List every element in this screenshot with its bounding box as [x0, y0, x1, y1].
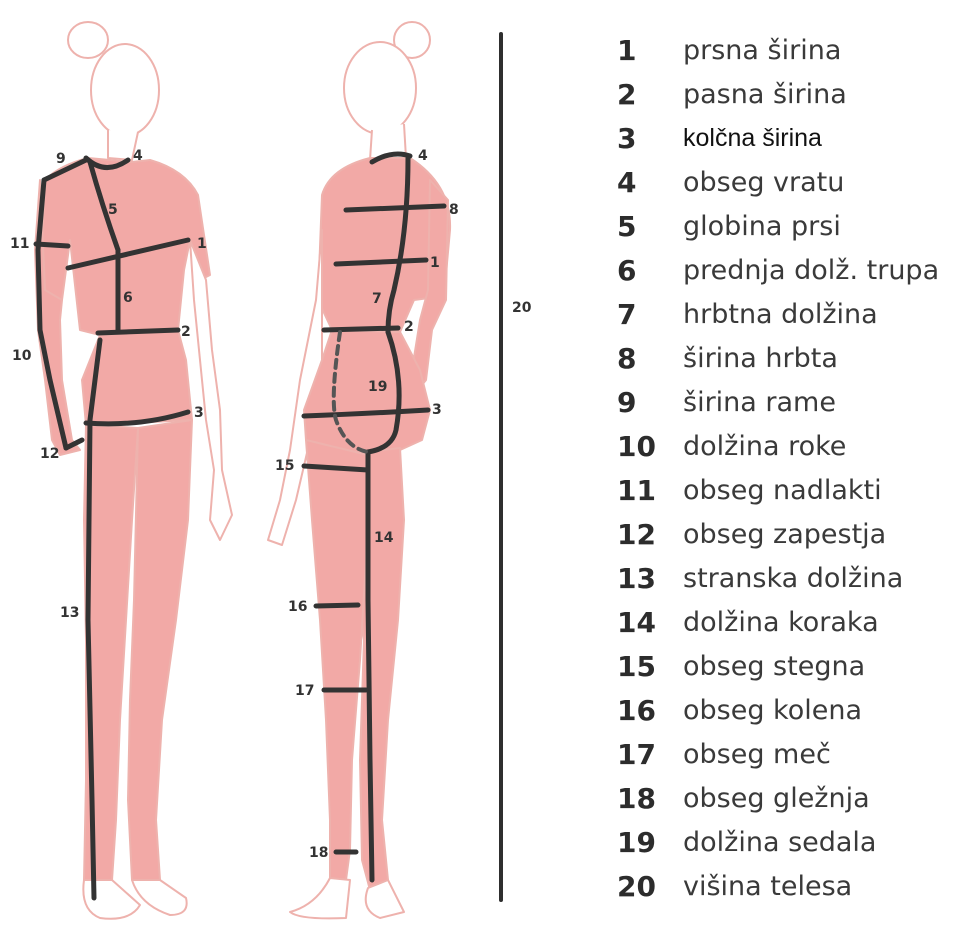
legend-label: obseg zapestja: [683, 519, 886, 550]
legend-item-17: 17 obseg meč: [617, 734, 831, 774]
legend-label: višina telesa: [683, 871, 852, 902]
legend-item-19: 19 dolžina sedala: [617, 822, 876, 862]
legend-number: 1: [617, 34, 683, 67]
legend-item-7: 7 hrbtna dolžina: [617, 294, 878, 334]
legend-number: 14: [617, 606, 683, 639]
legend-label: širina hrbta: [683, 343, 838, 374]
legend-label: stranska dolžina: [683, 563, 903, 594]
side-label-15: 15: [275, 458, 294, 474]
legend-label: prednja dolž. trupa: [683, 255, 939, 286]
legend-label: obseg vratu: [683, 167, 844, 198]
legend-number: 13: [617, 562, 683, 595]
legend-label: dolžina sedala: [683, 827, 876, 858]
legend-number: 9: [617, 386, 683, 419]
front-label-3: 3: [194, 405, 204, 421]
legend-number: 2: [617, 78, 683, 111]
legend-number: 18: [617, 782, 683, 815]
legend-item-20: 20 višina telesa: [617, 866, 852, 906]
legend-label: kolčna širina: [683, 124, 822, 153]
front-label-10: 10: [12, 348, 32, 364]
legend-item-11: 11 obseg nadlakti: [617, 470, 882, 510]
side-label-18: 18: [309, 845, 328, 861]
side-label-17: 17: [295, 683, 314, 699]
legend-number: 10: [617, 430, 683, 463]
height-label-20: 20: [512, 300, 532, 316]
legend-item-9: 9 širina rame: [617, 382, 836, 422]
legend-number: 6: [617, 254, 683, 287]
legend-label: obseg gležnja: [683, 783, 870, 814]
side-line-16: [316, 605, 358, 606]
legend-item-13: 13 stranska dolžina: [617, 558, 903, 598]
front-label-5: 5: [108, 202, 118, 218]
front-label-4: 4: [133, 148, 143, 164]
legend-label: obseg kolena: [683, 695, 862, 726]
legend-label: dolžina roke: [683, 431, 846, 462]
side-label-2: 2: [404, 319, 414, 335]
side-label-4: 4: [418, 148, 428, 164]
legend-label: obseg meč: [683, 739, 831, 770]
legend-number: 19: [617, 826, 683, 859]
side-label-7: 7: [372, 291, 382, 307]
legend-label: širina rame: [683, 387, 836, 418]
legend-label: pasna širina: [683, 79, 847, 110]
legend-label: obseg stegna: [683, 651, 865, 682]
legend-number: 15: [617, 650, 683, 683]
legend-number: 12: [617, 518, 683, 551]
legend-number: 17: [617, 738, 683, 771]
legend-label: prsna širina: [683, 35, 841, 66]
legend-label: hrbtna dolžina: [683, 299, 878, 330]
legend-item-10: 10 dolžina roke: [617, 426, 846, 466]
legend-item-3: 3 kolčna širina: [617, 118, 822, 158]
legend-item-15: 15 obseg stegna: [617, 646, 865, 686]
legend-number: 5: [617, 210, 683, 243]
legend-label: globina prsi: [683, 211, 841, 242]
front-label-6: 6: [123, 290, 133, 306]
side-label-1: 1: [430, 255, 440, 271]
front-label-12: 12: [40, 446, 59, 462]
side-label-8: 8: [449, 202, 459, 218]
legend-item-14: 14 dolžina koraka: [617, 602, 879, 642]
front-label-9: 9: [56, 151, 66, 167]
legend-number: 11: [617, 474, 683, 507]
legend-item-8: 8 širina hrbta: [617, 338, 838, 378]
side-line-2: [324, 328, 398, 330]
side-label-16: 16: [288, 599, 307, 615]
front-label-11: 11: [10, 236, 29, 252]
legend-label: obseg nadlakti: [683, 475, 882, 506]
legend-item-16: 16 obseg kolena: [617, 690, 862, 730]
legend-number: 8: [617, 342, 683, 375]
legend-item-5: 5 globina prsi: [617, 206, 841, 246]
legend-item-12: 12 obseg zapestja: [617, 514, 886, 554]
legend-number: 16: [617, 694, 683, 727]
front-label-2: 2: [181, 324, 191, 340]
legend-number: 3: [617, 122, 683, 155]
legend-item-1: 1 prsna širina: [617, 30, 841, 70]
side-label-19: 19: [368, 379, 387, 395]
front-label-13: 13: [60, 605, 79, 621]
legend-item-6: 6 prednja dolž. trupa: [617, 250, 939, 290]
side-label-3: 3: [432, 402, 442, 418]
side-label-14: 14: [374, 530, 394, 546]
legend-item-2: 2 pasna širina: [617, 74, 847, 114]
legend-number: 7: [617, 298, 683, 331]
legend-item-4: 4 obseg vratu: [617, 162, 844, 202]
front-line-2: [98, 330, 178, 333]
legend-number: 4: [617, 166, 683, 199]
front-label-1: 1: [197, 236, 207, 252]
legend-item-18: 18 obseg gležnja: [617, 778, 870, 818]
legend-label: dolžina koraka: [683, 607, 879, 638]
legend-number: 20: [617, 870, 683, 903]
